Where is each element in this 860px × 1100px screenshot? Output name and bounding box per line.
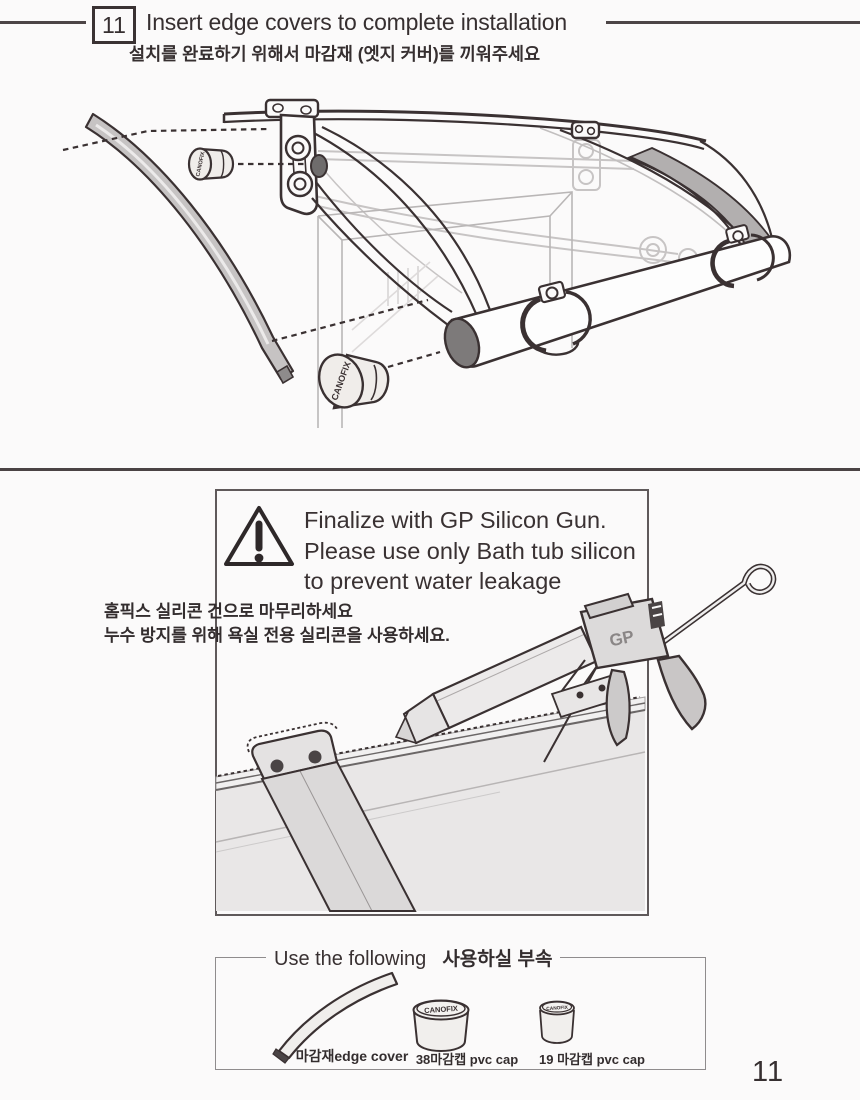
tube-open-end	[443, 317, 481, 369]
parts-title-ko: 사용하실 부속	[442, 949, 553, 970]
canopy-edge-cover-illustration: CANOFIX CANOFIX	[62, 98, 792, 428]
section-divider	[0, 468, 860, 471]
warning-line: Please use only Bath tub silicon	[304, 537, 636, 564]
rivet	[308, 750, 322, 764]
part-cap-38: CANOFIX	[412, 999, 470, 1053]
caulking-gun: GP	[394, 563, 777, 763]
gun-brand-text: GP	[608, 627, 636, 651]
header-rule-right	[606, 21, 860, 24]
header-rule-left	[0, 21, 86, 24]
warning-text-ko: 홈픽스 실리콘 건으로 마무리하세요 누수 방지를 위해 욕실 전용 실리콘을 …	[104, 600, 450, 647]
warning-line: Finalize with GP Silicon Gun.	[304, 507, 607, 533]
tube-clamp-left	[520, 280, 592, 356]
step-number: 11	[102, 11, 126, 38]
edge-cover-strip	[84, 112, 295, 385]
pvc-cap-large: CANOFIX	[318, 353, 390, 410]
pvc-cap-small: CANOFIX	[187, 147, 235, 181]
parts-illustration: CANOFIX CANOFIX	[272, 971, 575, 1064]
part-cap-19: CANOFIX	[539, 1000, 575, 1044]
step-subtitle-korean: 설치를 완료하기 위해서 마감재 (엣지 커버)를 끼워주세요	[129, 44, 541, 64]
bracket-cap-hole	[310, 154, 328, 178]
warning-line-ko: 누수 방지를 위해 욕실 전용 실리콘을 사용하세요.	[104, 625, 450, 645]
rivet	[270, 759, 284, 773]
page-number: 11	[752, 1056, 785, 1088]
parts-title-en: Use the following	[274, 948, 427, 970]
part-label-cap-19: 19 마감캡 pvc cap	[539, 1052, 645, 1067]
cap-brand-text: CANOFIX	[424, 1004, 458, 1015]
cap-brand-text: CANOFIX	[195, 151, 206, 177]
warning-text-en: Finalize with GP Silicon Gun. Please use…	[304, 505, 636, 597]
roof-tab	[570, 120, 601, 140]
front-tube	[443, 234, 792, 369]
part-label-cap-38: 38마감캡 pvc cap	[415, 1052, 519, 1067]
tube-clamp-right	[710, 224, 775, 289]
warning-triangle-icon	[224, 506, 294, 566]
cap-brand-text: CANOFIX	[546, 1005, 569, 1013]
leader-lines	[62, 127, 441, 369]
silicone-bead-dashed	[246, 721, 339, 753]
warning-box	[215, 489, 649, 916]
part-edge-cover	[272, 971, 399, 1064]
step-title: Insert edge covers to complete installat…	[146, 9, 567, 35]
warning-line-ko: 홈픽스 실리콘 건으로 마무리하세요	[104, 602, 353, 621]
silicon-gun-illustration: GP	[215, 563, 777, 912]
warning-line: to prevent water leakage	[304, 568, 562, 594]
step-number-box: 11	[92, 6, 136, 44]
parts-box-title: Use the following 사용하실 부속	[266, 944, 561, 971]
wall-bracket	[264, 98, 453, 326]
part-label-edge-cover: 마감재edge cover	[295, 1048, 409, 1064]
canopy-corner	[215, 696, 646, 912]
